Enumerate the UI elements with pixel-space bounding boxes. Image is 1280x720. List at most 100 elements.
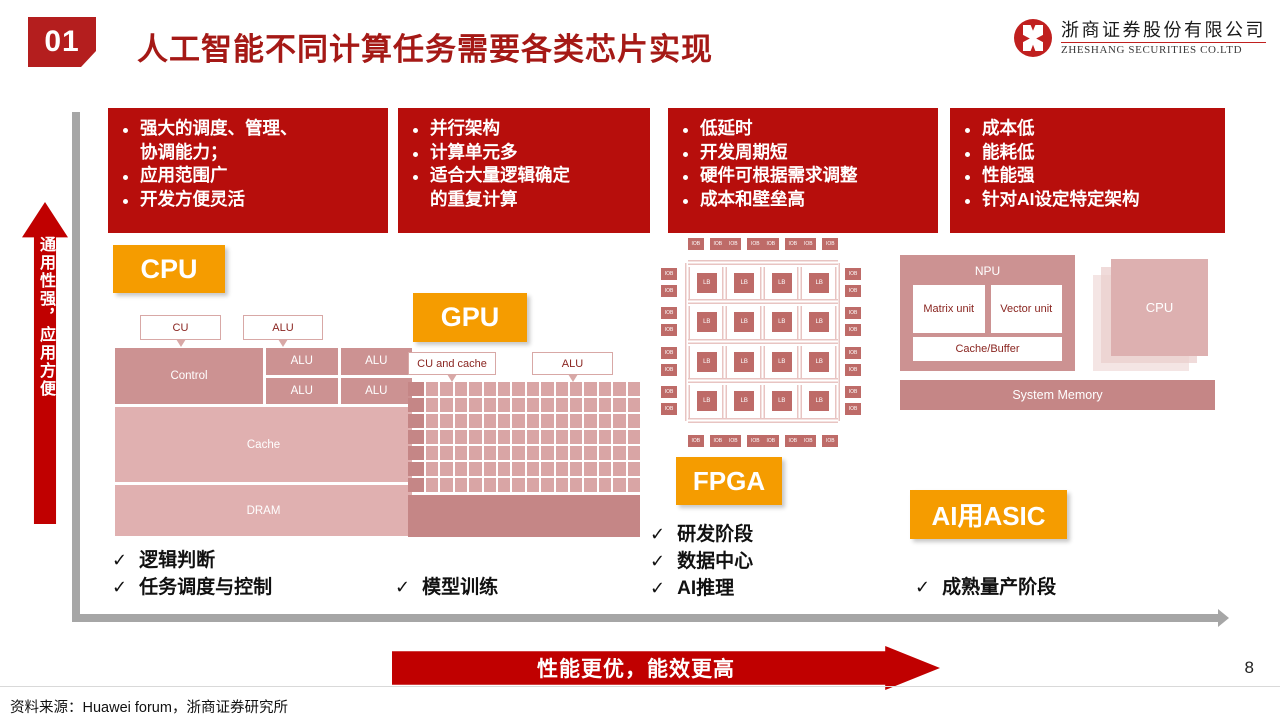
check-icon: ✓ xyxy=(915,577,931,597)
fpga-io-block: IOB xyxy=(661,386,677,399)
check-icon: ✓ xyxy=(650,524,666,544)
gpu-alu-cell xyxy=(598,430,612,444)
feature-item: 计算单元多 xyxy=(404,141,640,164)
gpu-alu-grid xyxy=(426,382,640,492)
fpga-io-block: IOB xyxy=(784,435,801,447)
gpu-alu-cell xyxy=(512,478,525,492)
gpu-alu-cell xyxy=(584,462,597,476)
cpu-dram-block: DRAM xyxy=(115,485,412,536)
gpu-alu-cell xyxy=(512,382,525,396)
gpu-alu-cell xyxy=(569,446,583,460)
fpga-io-block: IOB xyxy=(845,403,861,416)
cpu-callout-alu: ALU xyxy=(243,315,323,347)
gpu-alu-cell xyxy=(526,398,540,412)
fpga-routing-channel xyxy=(688,259,838,267)
gpu-alu-cell xyxy=(426,430,439,444)
fpga-io-block: IOB xyxy=(661,324,677,337)
company-logo: 浙商证券股份有限公司 ZHESHANG SECURITIES CO.LTD xyxy=(1014,14,1266,62)
fpga-io-block: IOB xyxy=(822,435,839,447)
chip-badge-cpu: CPU xyxy=(113,245,225,293)
gpu-alu-cell xyxy=(569,430,583,444)
feature-item: 应用范围广 xyxy=(114,164,378,187)
gpu-alu-cell xyxy=(483,414,496,428)
gpu-alu-cell xyxy=(512,446,525,460)
gpu-callout-cu-and-cache: CU and cache xyxy=(408,352,496,382)
gpu-alu-cell xyxy=(555,446,568,460)
feature-item: 强大的调度、管理、 xyxy=(114,117,378,140)
gpu-memory-bar xyxy=(408,495,640,537)
gpu-alu-cell xyxy=(627,398,640,412)
vertical-axis-arrow: 通用性强，应用方便 xyxy=(22,202,68,524)
fpga-logic-block: LB xyxy=(734,312,755,333)
cpu-alu-block: ALU xyxy=(266,377,338,404)
gpu-alu-cell xyxy=(497,398,511,412)
fpga-io-block: IOB xyxy=(661,403,677,416)
footer-divider xyxy=(0,686,1280,687)
gpu-alu-cell xyxy=(584,446,597,460)
feature-item: 协调能力； xyxy=(140,141,228,162)
gpu-alu-cell xyxy=(426,382,439,396)
gpu-alu-cell xyxy=(497,462,511,476)
checklist-gpu: ✓模型训练 xyxy=(395,575,498,602)
gpu-alu-cell xyxy=(584,382,597,396)
checklist-item-label: 任务调度与控制 xyxy=(139,576,273,598)
vertical-axis-line xyxy=(72,112,80,622)
gpu-alu-cell xyxy=(569,462,583,476)
fpga-io-block: IOB xyxy=(661,284,677,297)
gpu-alu-cell xyxy=(526,414,540,428)
check-icon: ✓ xyxy=(395,577,411,597)
gpu-alu-cell xyxy=(613,446,626,460)
gpu-cu-cell xyxy=(408,446,424,460)
gpu-alu-cell xyxy=(454,430,468,444)
checklist-item: ✓ 任务调度与控制 xyxy=(112,575,272,602)
fpga-io-block: IOB xyxy=(800,238,817,250)
feature-item: 开发周期短 xyxy=(674,141,928,164)
gpu-alu-cell xyxy=(613,478,626,492)
feature-item: 性能强 xyxy=(956,164,1215,187)
fpga-io-block: IOB xyxy=(709,435,726,447)
feature-list: 成本低能耗低性能强针对AI设定特定架构 xyxy=(956,117,1215,210)
fpga-logic-block: LB xyxy=(771,312,792,333)
npu-unit-row: Matrix unit Vector unit xyxy=(913,285,1062,333)
gpu-alu-cell xyxy=(541,462,554,476)
gpu-alu-cell xyxy=(440,478,453,492)
gpu-alu-cell xyxy=(541,414,554,428)
horizontal-axis-label: 性能更优，能效更高 xyxy=(537,658,735,681)
page-number: 8 xyxy=(1244,658,1254,677)
fpga-io-block: IOB xyxy=(661,267,677,280)
gpu-cu-cell xyxy=(408,478,424,492)
cpu-alu-block: ALU xyxy=(340,377,412,404)
check-icon: ✓ xyxy=(112,576,128,597)
gpu-alu-cell xyxy=(569,478,583,492)
section-number-badge: 01 xyxy=(28,17,96,67)
gpu-alu-cell xyxy=(454,446,468,460)
fpga-routing-channel xyxy=(688,338,838,346)
fpga-routing-channel xyxy=(688,299,838,306)
gpu-cu-cell xyxy=(408,414,424,428)
gpu-core-grid xyxy=(408,382,640,492)
asic-architecture-diagram: NPU Matrix unit Vector unit Cache/Buffer… xyxy=(900,255,1215,425)
gpu-alu-cell xyxy=(469,430,482,444)
fpga-logic-block: LB xyxy=(771,272,792,293)
feature-item: 硬件可根据需求调整 xyxy=(674,164,928,187)
gpu-alu-cell xyxy=(483,430,496,444)
gpu-alu-cell xyxy=(512,414,525,428)
gpu-alu-cell xyxy=(483,478,496,492)
gpu-alu-cell xyxy=(584,414,597,428)
feature-box-gpu: 并行架构计算单元多适合大量逻辑确定的重复计算 xyxy=(398,108,650,233)
gpu-alu-cell xyxy=(584,430,597,444)
gpu-alu-cell xyxy=(440,430,453,444)
gpu-alu-cell xyxy=(555,430,568,444)
gpu-cu-cache-column xyxy=(408,382,424,492)
horizontal-axis-arrow: 性能更优，能效更高 xyxy=(392,646,940,690)
checklist-item-label: 研发阶段 xyxy=(677,524,754,545)
system-memory-block: System Memory xyxy=(900,380,1215,410)
gpu-alu-cell xyxy=(584,398,597,412)
fpga-io-block: IOB xyxy=(661,346,677,359)
fpga-logic-block: LB xyxy=(809,351,830,372)
fpga-logic-block: LB xyxy=(771,391,792,412)
logo-company-name-cn: 浙商证券股份有限公司 xyxy=(1061,19,1266,40)
checklist-item: ✓ 研发阶段 xyxy=(650,522,753,549)
